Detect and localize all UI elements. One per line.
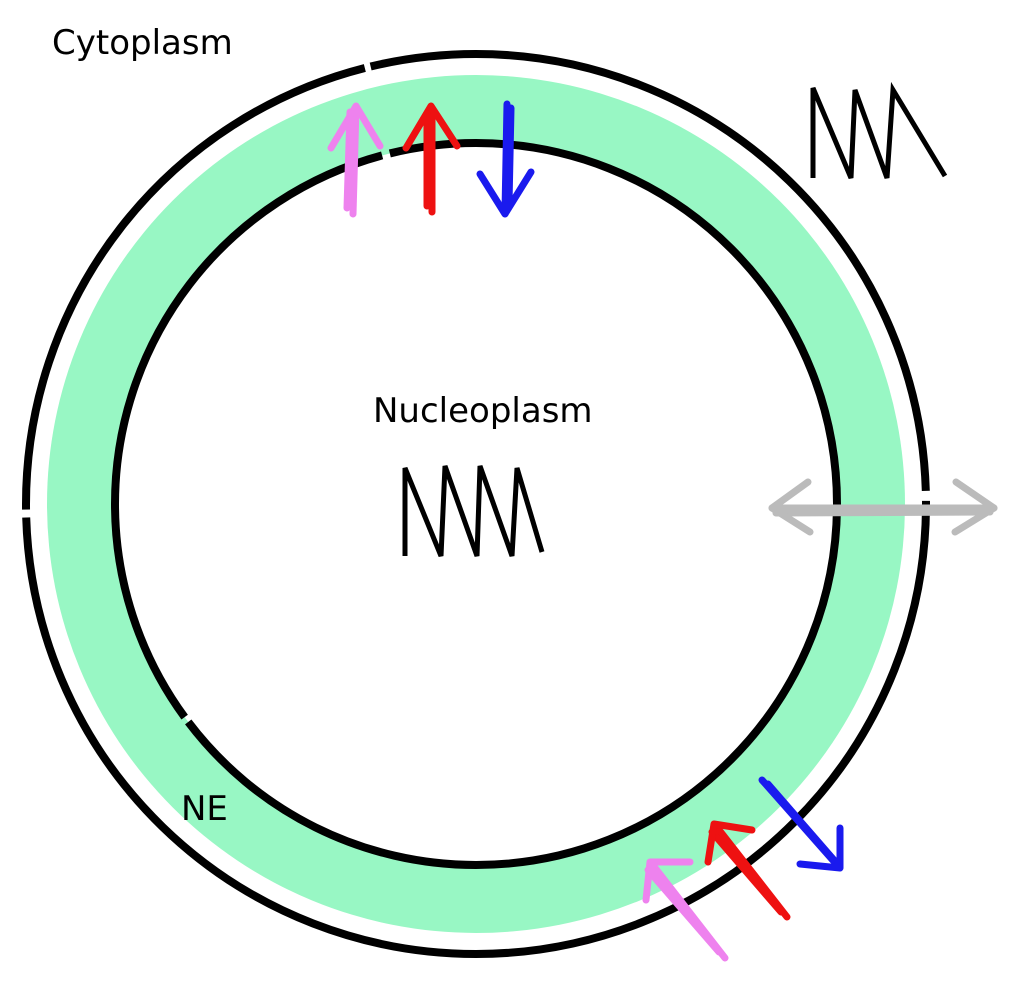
top-transport-arrows <box>327 100 535 218</box>
pink-up-arrow-icon <box>327 102 384 218</box>
red-up-arrow-icon <box>402 102 461 216</box>
blue-diagonal-arrow-icon <box>758 776 844 872</box>
inner-nuclear-membrane <box>111 139 841 869</box>
cytoplasm-zigzag-icon <box>810 81 948 179</box>
cytoplasm-label: Cytoplasm <box>52 23 233 63</box>
gray-bidirectional-arrow-icon <box>768 478 998 536</box>
pink-diagonal-arrow-icon <box>642 858 729 962</box>
outer-nuclear-membrane <box>22 50 930 958</box>
nucleoplasm-label: Nucleoplasm <box>373 391 593 431</box>
nuclear-envelope <box>22 50 930 958</box>
ne-label: NE <box>181 789 228 829</box>
blue-down-arrow-icon <box>476 100 535 218</box>
nucleoplasm-zigzag-icon <box>402 465 545 557</box>
bottom-transport-arrows <box>642 776 844 962</box>
red-diagonal-arrow-icon <box>704 820 791 921</box>
